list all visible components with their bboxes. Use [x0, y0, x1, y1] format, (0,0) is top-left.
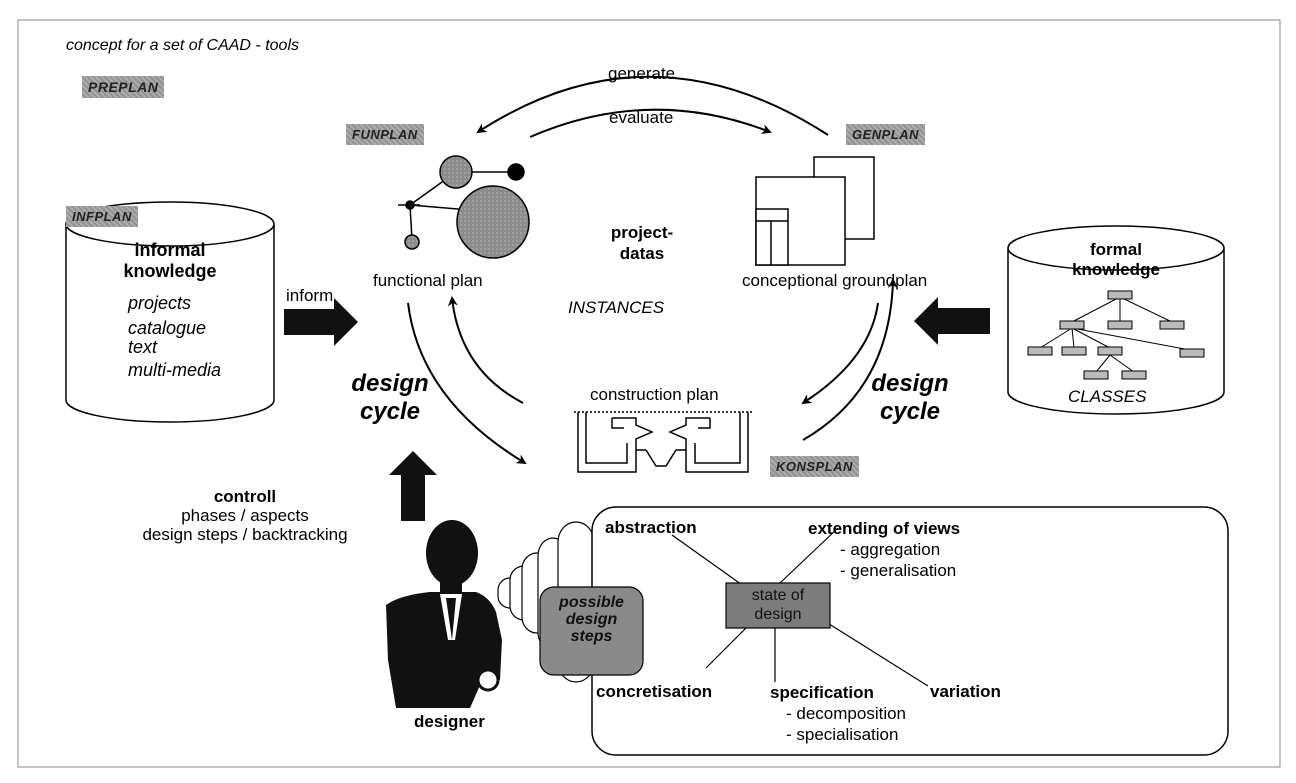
- generate-arrow: [476, 75, 829, 136]
- state-of-design-box: [725, 582, 831, 629]
- funplan-tag: FUNPLAN: [346, 124, 424, 145]
- infplan-tag: INFPLAN: [66, 206, 138, 227]
- generate-label: generate: [608, 64, 676, 83]
- designer-label: designer: [414, 712, 485, 731]
- cycle-arrow-right-down: [801, 302, 879, 405]
- possible-design-steps-label: possible design steps: [559, 594, 624, 645]
- construction-plan-label: construction plan: [590, 385, 719, 404]
- instances-label: INSTANCES: [568, 298, 665, 317]
- formal-knowledge-cylinder: [1007, 225, 1225, 415]
- cycle-arrow-left-down: [407, 302, 527, 465]
- cycle-arrow-left-up: [447, 296, 524, 404]
- control-block-arrow: [389, 451, 437, 521]
- functional-plan-graph: [398, 155, 530, 259]
- informal-item: text: [128, 337, 158, 357]
- designer-silhouette: [386, 520, 502, 708]
- evaluate-arrow: [529, 108, 772, 138]
- evaluate-label: evaluate: [609, 108, 674, 127]
- diagram-caption: concept for a set of CAAD - tools: [66, 37, 299, 54]
- cycle-arrow-right-up: [802, 278, 898, 441]
- outer-frame: [17, 19, 1281, 768]
- conceptional-groundplan-figure: [755, 156, 875, 266]
- project-datas-label: project- datas: [610, 223, 674, 263]
- konsplan-tag: KONSPLAN: [770, 456, 859, 477]
- variation-label: variation: [930, 682, 1001, 701]
- design-cycle-right-label: design cycle: [871, 370, 949, 425]
- inform-block-arrow: [284, 298, 358, 346]
- formal-knowledge-title: formal knowledge: [1072, 240, 1160, 279]
- informal-knowledge-list: projects catalogue text multi-media: [128, 291, 221, 383]
- abstraction-label: abstraction: [605, 518, 697, 537]
- construction-plan-figure: [574, 411, 752, 473]
- concretisation-label: concretisation: [596, 682, 713, 701]
- functional-plan-label: functional plan: [373, 271, 483, 290]
- class-hierarchy-tree: [1027, 290, 1205, 380]
- conceptional-groundplan-label: conceptional groundplan: [742, 271, 928, 290]
- classes-label: CLASSES: [1068, 387, 1147, 406]
- extending-of-views-label: extending of views - aggregation - gener…: [808, 519, 961, 580]
- informal-item: projects: [128, 293, 192, 313]
- design-cycle-left-label: design cycle: [351, 370, 429, 425]
- control-text: controll phases / aspects design steps /…: [142, 487, 348, 544]
- inform-label: inform: [286, 286, 334, 305]
- genplan-tag: GENPLAN: [846, 124, 926, 145]
- formal-block-arrow: [914, 297, 990, 345]
- preplan-tag: PREPLAN: [82, 76, 165, 98]
- informal-item: catalogue: [128, 318, 207, 338]
- informal-item: multi-media: [128, 360, 222, 380]
- informal-knowledge-title: informal knowledge: [123, 240, 217, 281]
- state-of-design-label: state of design: [751, 587, 805, 623]
- specification-label: specification - decomposition - speciali…: [770, 683, 907, 744]
- possible-design-steps-box: [539, 586, 644, 676]
